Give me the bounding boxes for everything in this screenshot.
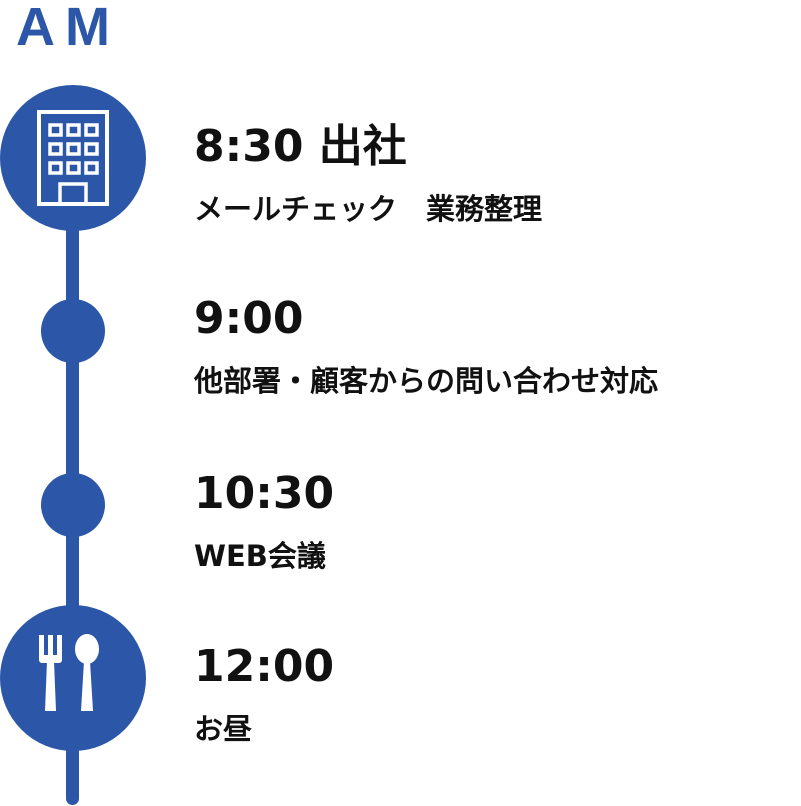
- task-description: 他部署・顧客からの問い合わせ対応: [194, 364, 659, 398]
- fork-spoon-icon: [0, 605, 146, 751]
- building-icon: [0, 85, 146, 231]
- am-label: AM: [16, 0, 120, 57]
- timeline-dot: [41, 299, 105, 363]
- time-label: 10:30: [194, 468, 335, 519]
- time-label: 12:00: [194, 641, 335, 692]
- time-label: 9:00: [194, 293, 304, 344]
- time-label: 8:30 出社: [194, 121, 407, 172]
- task-description: お昼: [194, 712, 253, 746]
- task-description: WEB会議: [194, 539, 326, 573]
- timeline-dot: [41, 473, 105, 537]
- task-description: メールチェック 業務整理: [194, 192, 543, 226]
